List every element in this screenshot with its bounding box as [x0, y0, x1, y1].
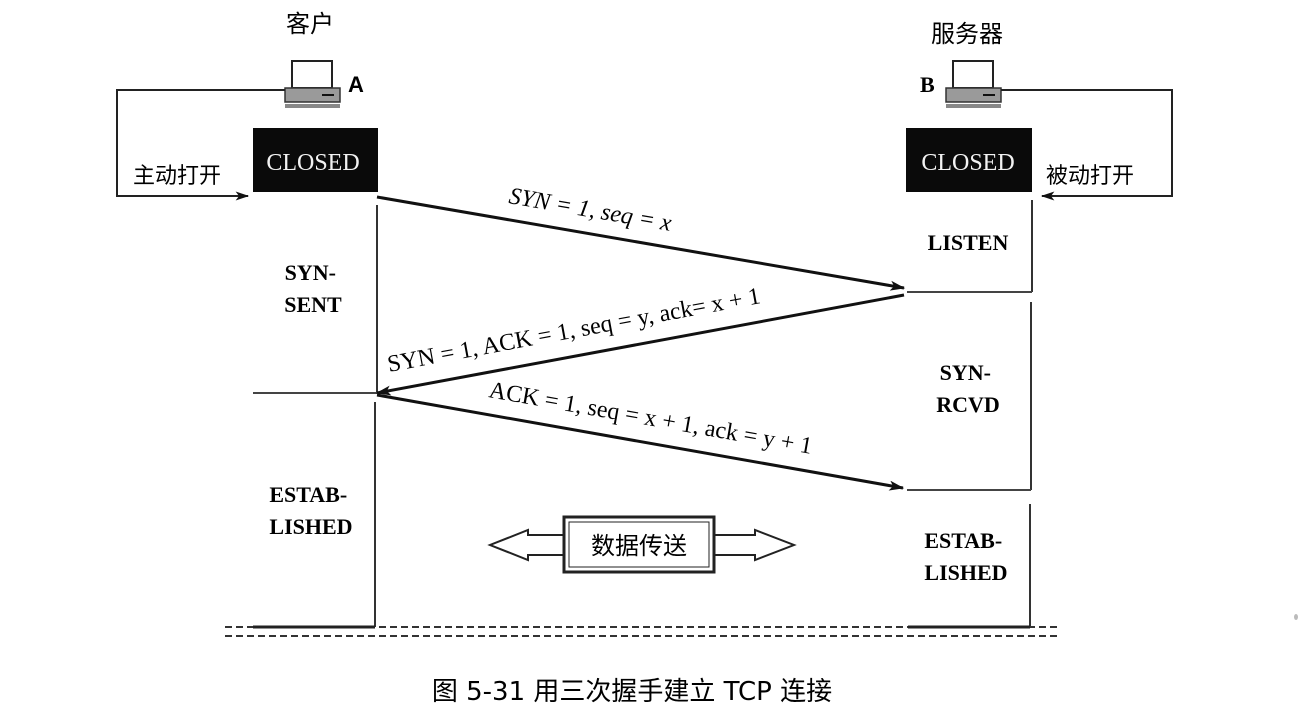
- client-closed-state: CLOSED: [253, 128, 378, 192]
- active-open-label: 主动打开: [133, 164, 221, 189]
- server-state-syn-rcvd-line2: RCVD: [936, 392, 1000, 417]
- server-state-syn-rcvd: SYN- RCVD: [936, 360, 1000, 417]
- server-state-established-line1: ESTAB-: [924, 528, 1002, 553]
- data-transfer-label: 数据传送: [591, 532, 687, 560]
- server-state-syn-rcvd-line1: SYN-: [940, 360, 991, 385]
- passive-open-label: 被动打开: [1046, 164, 1134, 189]
- server-title: 服务器: [931, 20, 1003, 48]
- message-arrow-1: [376, 195, 906, 291]
- client-closed-label: CLOSED: [266, 150, 359, 176]
- message-arrow-2: [375, 293, 905, 396]
- server-closed-label: CLOSED: [921, 150, 1014, 176]
- passive-open-loop-line: [1001, 89, 1173, 201]
- client-state-established-line1: ESTAB-: [269, 482, 347, 507]
- server-closed-state: CLOSED: [906, 128, 1032, 192]
- client-state-syn-sent: SYN- SENT: [284, 260, 342, 317]
- client-state-syn-sent-line2: SENT: [284, 292, 342, 317]
- message-label-1: SYN = 1, seq = x: [507, 183, 674, 237]
- client-title: 客户: [286, 10, 334, 38]
- right-arrow-icon: [712, 528, 797, 562]
- scan-speck: [1294, 614, 1298, 620]
- figure-caption: 图 5-31 用三次握手建立 TCP 连接: [432, 677, 832, 707]
- left-arrow-icon: [487, 528, 566, 562]
- client-state-syn-sent-line1: SYN-: [285, 260, 336, 285]
- active-open-loop-line: [116, 89, 285, 201]
- message-arrow-3: [376, 393, 905, 491]
- client-state-established-line2: LISHED: [269, 514, 352, 539]
- server-computer-icon: [945, 60, 1002, 108]
- client-host-label: A: [348, 72, 364, 97]
- server-host-label: B: [920, 72, 935, 97]
- server-state-established-line2: LISHED: [924, 560, 1007, 585]
- client-computer-icon: [284, 60, 341, 108]
- data-transfer-double-arrow: 数据传送: [487, 515, 797, 574]
- message-label-3: ACK = 1, seq = x + 1, ack = y + 1: [487, 377, 814, 460]
- server-state-listen-line1: LISTEN: [928, 230, 1009, 255]
- server-state-listen: LISTEN: [928, 230, 1009, 255]
- server-state-established: ESTAB- LISHED: [924, 528, 1007, 585]
- client-state-established: ESTAB- LISHED: [269, 482, 352, 539]
